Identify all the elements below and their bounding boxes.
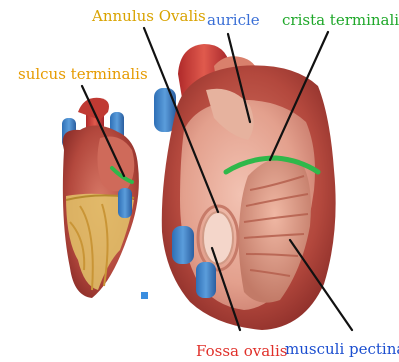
label-auricle: auricle: [207, 12, 260, 29]
label-crista-terminalis: crista terminalis.: [282, 12, 399, 29]
right-heart-illustration: [154, 44, 336, 330]
label-fossa-ovalis: Fossa ovalis: [196, 343, 287, 360]
label-sulcus-terminalis: sulcus terminalis: [18, 66, 148, 83]
left-heart-illustration: [62, 98, 148, 299]
label-annulus-ovalis: Annulus Ovalis: [92, 8, 206, 25]
label-musculi-pectinati: musculi pectinati: [285, 341, 399, 358]
